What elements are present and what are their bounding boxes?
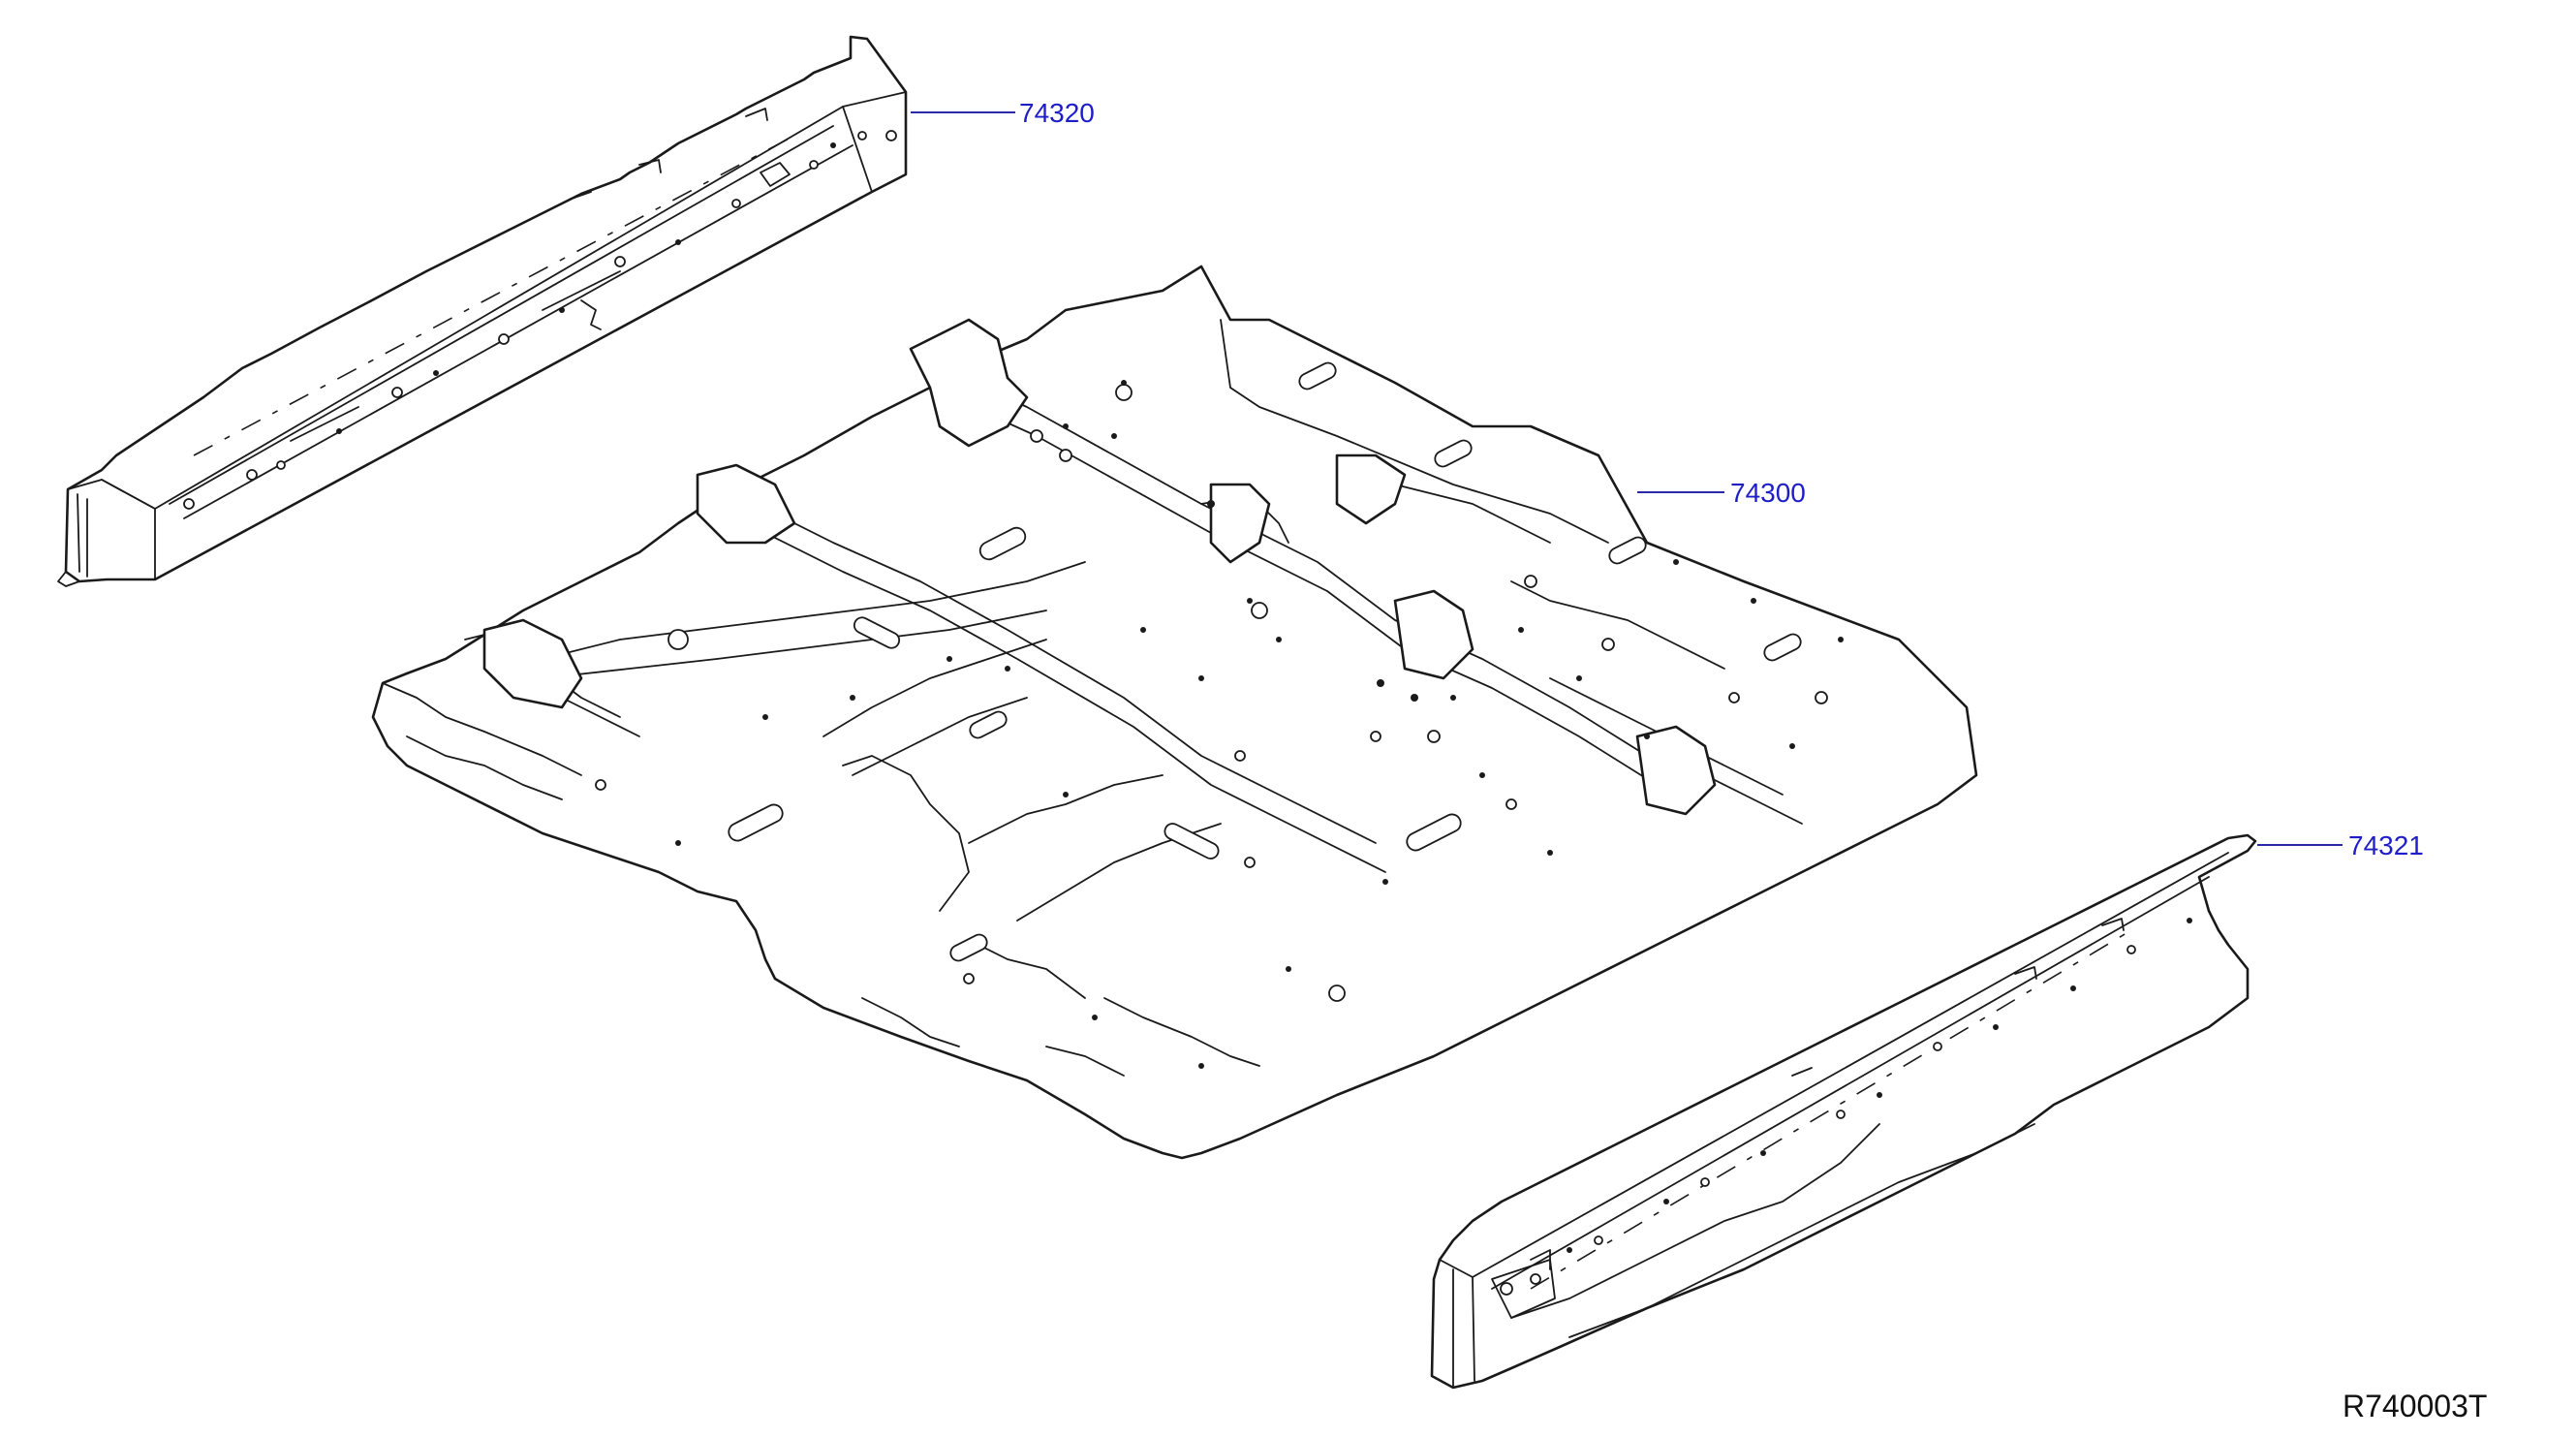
part-74300-floor-panel[interactable] — [371, 265, 1978, 1160]
callout-74320[interactable]: 74320 — [1019, 98, 1095, 128]
part-74321-side-sill-right[interactable] — [1430, 833, 2257, 1390]
callout-74321[interactable]: 74321 — [2348, 830, 2424, 860]
diagram-reference-code: R740003T — [2343, 1389, 2487, 1423]
part-74320-side-sill-left[interactable] — [57, 35, 908, 587]
callout-74300[interactable]: 74300 — [1730, 478, 1806, 508]
